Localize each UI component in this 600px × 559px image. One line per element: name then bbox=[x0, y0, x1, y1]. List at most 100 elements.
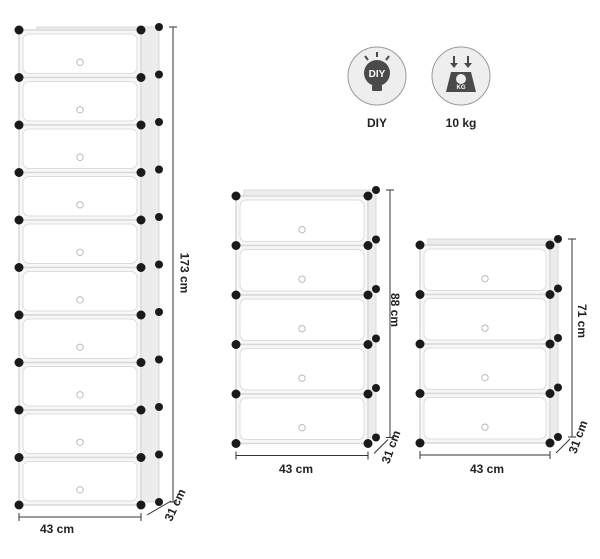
cube-3 bbox=[235, 294, 369, 346]
connector bbox=[14, 453, 24, 462]
cube-door bbox=[239, 397, 365, 440]
storage-unit-2 bbox=[231, 186, 394, 460]
connector bbox=[372, 433, 380, 442]
connector bbox=[136, 358, 146, 367]
door-knob bbox=[76, 106, 84, 114]
unit-1-width-label: 43 cm bbox=[40, 522, 75, 536]
connector bbox=[231, 389, 241, 399]
connector bbox=[415, 389, 425, 398]
connector bbox=[155, 450, 163, 459]
connector bbox=[136, 168, 146, 177]
weight-icon-glyph: KG bbox=[457, 85, 466, 91]
connector bbox=[554, 433, 562, 441]
connector bbox=[14, 120, 24, 130]
connector bbox=[545, 389, 555, 398]
weight-label: 10 kg bbox=[445, 116, 477, 130]
unit-3-height-label: 71 cm bbox=[575, 303, 590, 339]
connector bbox=[136, 405, 146, 415]
connector bbox=[155, 355, 163, 364]
door-knob bbox=[76, 153, 84, 162]
connector bbox=[545, 290, 555, 299]
depth-dimension-line bbox=[555, 438, 571, 454]
weight-icon: KG bbox=[431, 46, 491, 106]
connector bbox=[372, 235, 380, 244]
cube-door bbox=[423, 347, 547, 390]
cube-4 bbox=[419, 392, 551, 444]
cube-door bbox=[22, 318, 138, 359]
connector bbox=[554, 284, 562, 293]
cube-door bbox=[239, 199, 365, 242]
connector bbox=[14, 73, 24, 82]
connector bbox=[554, 383, 562, 392]
connector bbox=[14, 358, 24, 367]
cube-7 bbox=[18, 314, 142, 364]
connector bbox=[545, 240, 555, 250]
connector bbox=[545, 438, 555, 448]
connector bbox=[231, 290, 241, 300]
connector bbox=[231, 241, 241, 250]
connector bbox=[363, 241, 373, 250]
door-knob bbox=[298, 423, 306, 432]
connector bbox=[372, 186, 380, 194]
cube-4 bbox=[235, 343, 369, 395]
connector bbox=[372, 334, 380, 343]
connector bbox=[14, 263, 24, 272]
connector bbox=[136, 215, 146, 225]
cube-2 bbox=[419, 293, 551, 345]
cube-8 bbox=[18, 361, 142, 411]
diy-icon-glyph: DIY bbox=[369, 69, 386, 80]
cube-5 bbox=[18, 219, 142, 269]
connector bbox=[554, 235, 562, 243]
cube-door bbox=[22, 81, 138, 122]
connector bbox=[363, 340, 373, 349]
door-knob bbox=[76, 201, 84, 209]
cube-door bbox=[239, 249, 365, 292]
connector bbox=[415, 339, 425, 349]
unit-1-height-label: 173 cm bbox=[177, 252, 192, 294]
connector bbox=[155, 165, 163, 174]
cube-door bbox=[423, 298, 547, 341]
connector bbox=[155, 118, 163, 126]
door-knob bbox=[76, 486, 84, 494]
connector bbox=[363, 389, 373, 399]
cube-door bbox=[22, 461, 138, 502]
door-knob bbox=[481, 324, 489, 332]
cube-door bbox=[22, 413, 138, 454]
depth-dimension-line bbox=[373, 439, 389, 454]
connector bbox=[155, 213, 163, 221]
connector bbox=[136, 453, 146, 462]
door-knob bbox=[76, 391, 84, 399]
cube-door bbox=[22, 33, 138, 74]
connector bbox=[14, 310, 24, 320]
storage-unit-3 bbox=[415, 235, 576, 459]
door-knob bbox=[76, 58, 84, 66]
unit-3-width-label: 43 cm bbox=[470, 462, 505, 476]
cube-2 bbox=[235, 244, 369, 296]
cube-9 bbox=[18, 409, 142, 459]
connector bbox=[231, 340, 241, 349]
connector bbox=[155, 498, 163, 506]
cube-door bbox=[22, 366, 138, 407]
depth-dimension-line bbox=[146, 500, 172, 516]
cube-door bbox=[22, 271, 138, 312]
connector bbox=[155, 23, 163, 31]
connector bbox=[14, 25, 24, 35]
connector bbox=[363, 290, 373, 300]
connector bbox=[415, 290, 425, 299]
connector bbox=[136, 263, 146, 272]
connector bbox=[155, 308, 163, 316]
door-knob bbox=[298, 275, 306, 283]
connector bbox=[363, 191, 373, 201]
cube-3 bbox=[419, 343, 551, 395]
connector bbox=[136, 310, 146, 320]
door-knob bbox=[76, 296, 84, 304]
unit-2-width-label: 43 cm bbox=[279, 462, 314, 476]
cube-door bbox=[239, 298, 365, 341]
connector bbox=[363, 439, 373, 448]
cube-5 bbox=[235, 393, 369, 445]
diy-label: DIY bbox=[366, 116, 387, 130]
connector bbox=[14, 500, 24, 510]
cube-1 bbox=[419, 244, 551, 296]
cube-2 bbox=[18, 76, 142, 126]
